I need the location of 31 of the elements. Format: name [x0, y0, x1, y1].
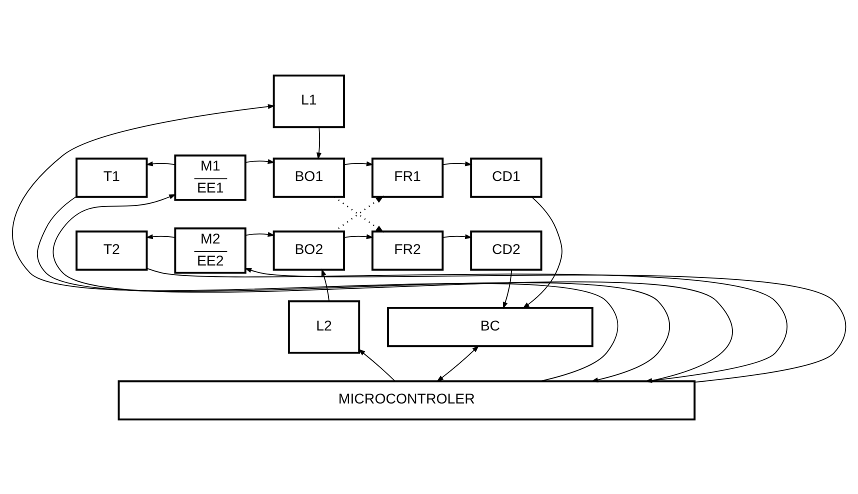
arrow: [442, 234, 472, 239]
arrow: [244, 267, 846, 382]
arrow: [146, 268, 788, 383]
arrow: [344, 234, 374, 239]
arrow: [442, 160, 472, 166]
node-box: M2 EE2: [174, 226, 246, 274]
node-box: MICROCONTROLER: [118, 380, 696, 420]
arrow: [316, 126, 322, 160]
node-box: L1: [272, 74, 345, 128]
arrow: [344, 160, 374, 166]
arrow: [522, 196, 562, 308]
node-box: T1: [76, 157, 148, 198]
node-box: FR2: [371, 230, 444, 270]
arrow: [146, 234, 176, 239]
arrow: [245, 158, 275, 164]
node-box: BC: [387, 306, 594, 347]
node-box: BO2: [272, 230, 345, 270]
arrow: [146, 160, 176, 166]
node-box: FR1: [371, 157, 444, 198]
node-box: CD2: [470, 230, 542, 270]
node-box: T2: [76, 230, 148, 270]
node-box: L2: [288, 300, 360, 354]
node-box: CD1: [470, 157, 542, 198]
node-box: BO1: [272, 157, 345, 198]
node-box: M1 EE1: [174, 154, 246, 200]
arrow: [436, 344, 480, 382]
arrow: [12, 104, 618, 382]
arrow: [245, 231, 275, 236]
arrow: [358, 348, 396, 382]
arrow: [321, 268, 330, 302]
arrow: [502, 269, 512, 309]
